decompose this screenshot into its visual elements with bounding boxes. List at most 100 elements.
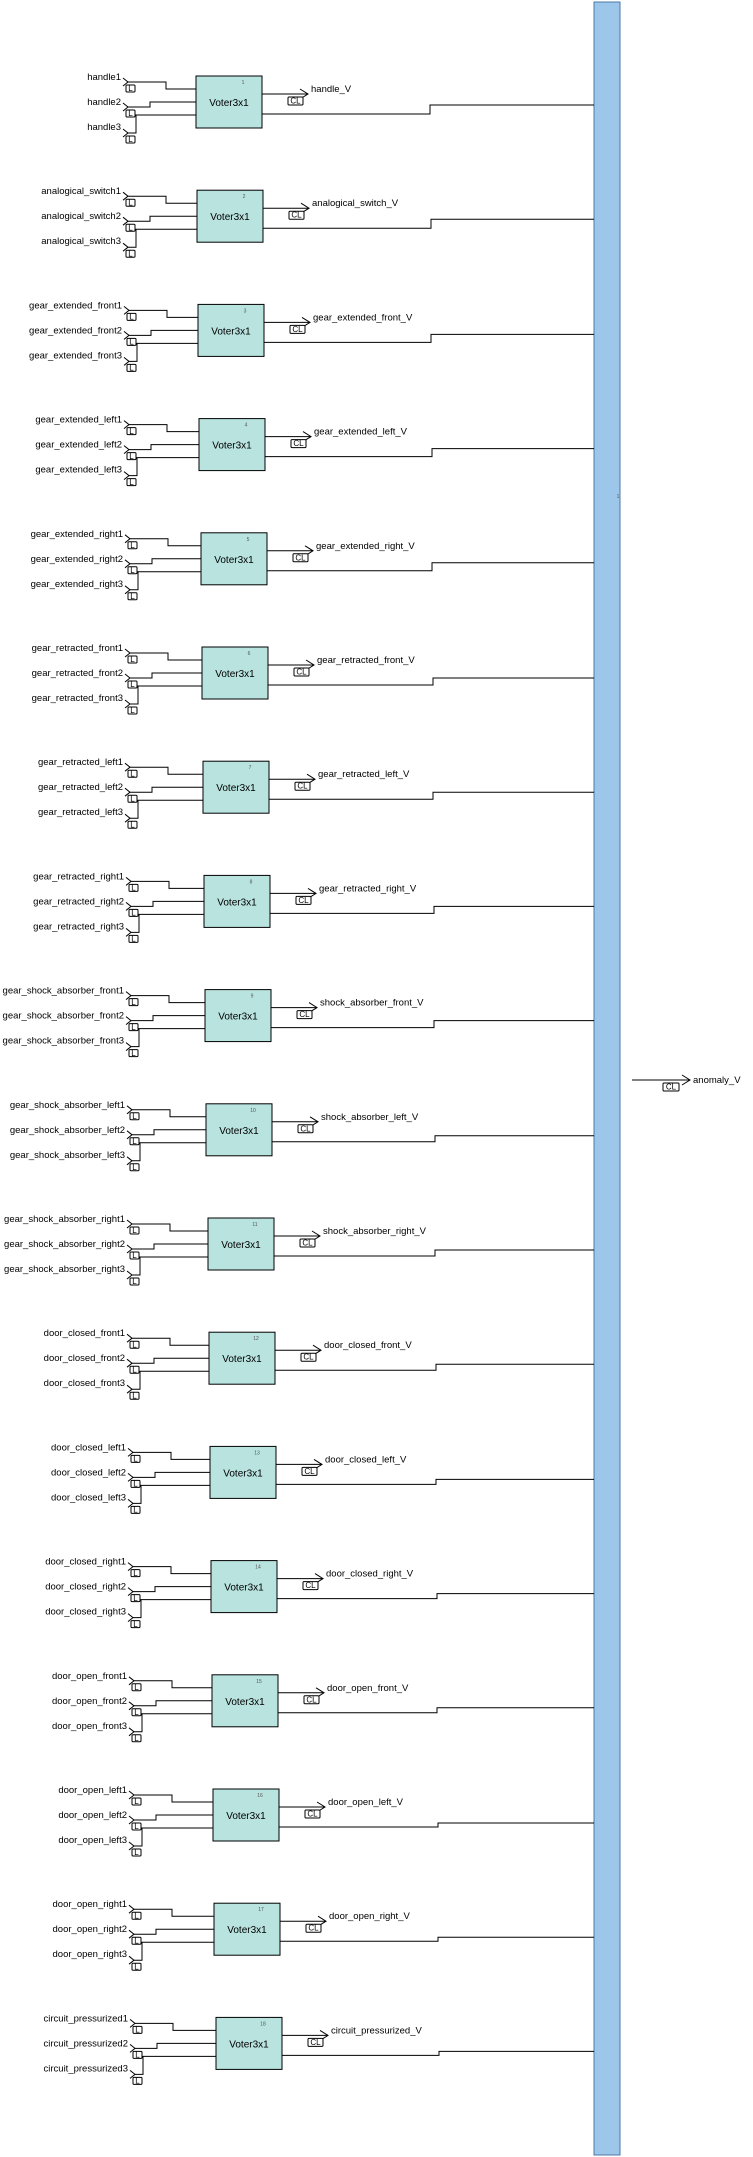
voter-block[interactable] [200,532,268,586]
voter-block[interactable] [205,1103,273,1157]
input-wire [130,652,202,661]
input-tag-label: L [134,1734,139,1743]
voter-block[interactable] [197,303,265,357]
voter-block[interactable] [198,418,266,472]
input-tag-label: L [134,1962,139,1971]
bus-input-wire [278,1707,594,1714]
input-wire [131,880,204,889]
input-label: gear_extended_front2 [29,325,122,336]
input-label: gear_retracted_right2 [33,896,124,907]
output-tag-label: CL [292,325,303,334]
input-tag-label: L [134,1708,139,1717]
voter-block[interactable] [202,760,270,814]
input-tag-label: L [128,84,133,93]
output-tag-box [289,324,306,334]
output-label: door_closed_right_V [326,1569,414,1580]
input-tag-box [127,769,138,778]
voter-block[interactable] [208,1331,276,1385]
anomaly-output-tag-label: CL [666,1083,677,1092]
anomaly-output-arrow[interactable] [681,1074,691,1086]
voter-block[interactable] [211,1674,279,1728]
voter-group-13: door_closed_left1Ldoor_closed_left2Ldoor… [51,1442,594,1515]
input-wire [129,329,198,336]
input-tag-label: L [130,820,135,829]
voter-block[interactable] [196,189,264,243]
input-wire [134,1713,212,1733]
voter-block-name: Voter3x1 [224,1583,264,1594]
input-wire [129,424,199,433]
input-wire [131,900,204,907]
voter-block[interactable] [195,75,263,129]
input-label: handle2 [87,97,121,108]
voter-block-index: 15 [256,1679,262,1685]
input-wire [134,1928,214,1935]
input-wire [134,1941,214,1961]
voter-block-name: Voter3x1 [211,326,251,337]
voter-block-index: 7 [249,765,252,771]
input-label: gear_shock_absorber_right3 [4,1264,125,1275]
input-wire [129,342,198,362]
output-tag-label: CL [307,1810,318,1819]
input-tag-box [131,1962,142,1971]
input-label: gear_retracted_front2 [32,668,123,679]
voter-block-index: 8 [250,879,253,885]
input-tag-label: L [129,338,134,347]
voter-block-index: 16 [257,1793,263,1799]
voter-block[interactable] [203,874,271,928]
bus-input-wire [262,104,594,115]
input-wire [133,1599,211,1619]
input-tag-box [131,1822,142,1831]
input-wire [131,995,205,1004]
voter-block[interactable] [213,1902,281,1956]
input-tag-label: L [132,1226,137,1235]
input-wire [133,1484,210,1504]
input-wire [129,309,198,318]
input-wire [130,799,203,819]
voter-block-name: Voter3x1 [222,1354,262,1365]
input-tag-box [129,1163,140,1172]
output-label: gear_retracted_right_V [319,883,417,894]
input-tag-label: L [130,680,135,689]
input-tag-box [125,84,136,93]
input-label: circuit_pressurized3 [44,2063,128,2074]
anomaly-bus-bar[interactable] [593,1,621,2156]
input-label: gear_retracted_right3 [33,921,124,932]
input-tag-label: L [134,1797,139,1806]
input-wire [132,1337,209,1346]
voter-block-index: 5 [247,537,250,543]
input-wire [131,913,204,933]
input-tag-box [130,1454,141,1463]
voter-block[interactable] [209,1445,277,1499]
voter-group-17: door_open_right1Ldoor_open_right2Ldoor_o… [53,1899,594,1971]
voter-block[interactable] [207,1217,275,1271]
voter-block-index: 11 [252,1222,257,1228]
input-tag-box [130,1569,141,1578]
input-wire [130,766,203,775]
voter-block[interactable] [210,1560,278,1614]
voter-block[interactable] [204,989,272,1043]
anomaly-output-port[interactable]: CL anomaly_V [632,1074,741,1092]
voter-block[interactable] [201,646,269,700]
voter-block[interactable] [215,2016,283,2070]
input-wire [131,1015,205,1022]
input-tag-label: L [128,223,133,232]
output-tag-label: CL [295,553,306,562]
voter-block[interactable] [212,1788,280,1842]
anomaly-output-label: anomaly_V [693,1075,741,1086]
voter-block-index: 13 [254,1450,260,1456]
input-label: gear_shock_absorber_right1 [4,1214,125,1225]
input-tag-label: L [133,1506,138,1515]
input-tag-label: L [132,1251,137,1260]
voter-block-name: Voter3x1 [229,2039,269,2050]
input-label: gear_shock_absorber_right2 [4,1239,125,1250]
voter-block-name: Voter3x1 [215,669,255,680]
bus-input-wire [275,1363,594,1371]
input-wire [132,1256,208,1276]
output-tag-box [293,667,310,677]
voter-block-index: 9 [251,994,254,1000]
input-wire [131,1028,205,1048]
input-label: handle3 [87,122,121,133]
input-label: gear_retracted_front1 [32,643,123,654]
input-tag-box [130,1594,141,1603]
